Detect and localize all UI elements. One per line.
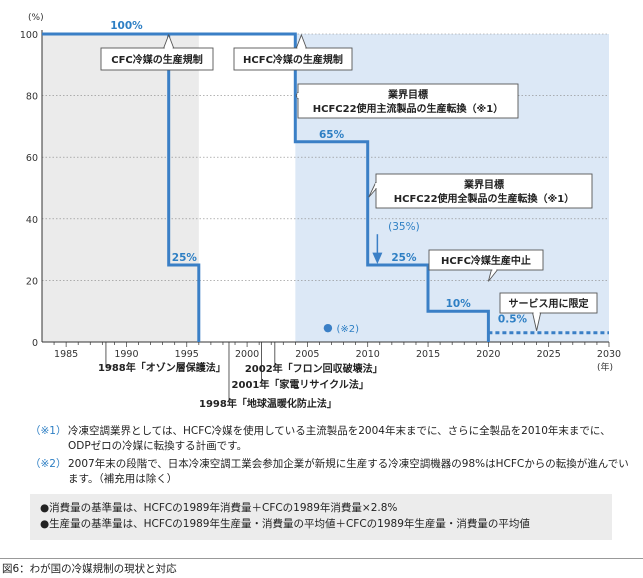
production-baseline: ●生産量の基準量は、HCFCの1989年生産量・消費量の平均値＋CFCの1989… bbox=[40, 518, 530, 530]
y-tick-label: 80 bbox=[26, 92, 38, 103]
x-tick-label: 1995 bbox=[175, 349, 199, 360]
callout-5: HCFC冷媒生産中止 bbox=[428, 249, 544, 282]
event-label: 2001年「家電リサイクル法」 bbox=[232, 378, 369, 391]
event-label: 1988年「オゾン層保護法」 bbox=[98, 361, 226, 374]
y-tick-label: 60 bbox=[26, 153, 38, 164]
x-tick-label: 2010 bbox=[356, 349, 380, 360]
callout-text: サービス用に限定 bbox=[509, 297, 589, 310]
callout-box bbox=[499, 292, 598, 314]
footnote-2-text: 2007年末の段階で、日本冷凍空調工業会参加企業が新規に生産する冷凍空調機器の9… bbox=[68, 458, 629, 485]
callout-box bbox=[233, 47, 353, 71]
footnote-1: （※1） 冷凍空調業界としては、HCFC冷媒を使用している主流製品を2004年末… bbox=[30, 424, 630, 454]
regulation-chart: 0 20 40 60 80 100 (%) 1985 1990 1995 2000 2005 2010 2… bbox=[20, 13, 621, 410]
x-tick-label: 1985 bbox=[54, 349, 78, 360]
y-unit-label: (%) bbox=[28, 13, 44, 23]
shaded-region-1 bbox=[42, 34, 199, 342]
footnote-2-mark: （※2） bbox=[30, 458, 67, 470]
y-tick-label: 0 bbox=[32, 338, 38, 349]
callout-text: HCFC冷媒生産中止 bbox=[441, 254, 531, 267]
value-label: (※2) bbox=[337, 324, 360, 335]
y-tick-label: 100 bbox=[20, 30, 38, 41]
baseline-definition-box: ●消費量の基準量は、HCFCの1989年消費量＋CFCの1989年消費量×2.8… bbox=[30, 494, 612, 540]
value-label: 100% bbox=[110, 20, 143, 32]
callout-2: HCFC冷媒の生産規制 bbox=[233, 33, 353, 71]
figure-caption: 図6：わが国の冷媒規制の現状と対応 bbox=[2, 563, 177, 575]
value-label: (35%) bbox=[388, 221, 420, 233]
x-tick-label: 2030 bbox=[597, 349, 621, 360]
x-tick-label: 2015 bbox=[416, 349, 440, 360]
value-label: 25% bbox=[391, 252, 417, 264]
y-tick-label: 40 bbox=[26, 215, 38, 226]
footnote-2: （※2） 2007年末の段階で、日本冷凍空調工業会参加企業が新規に生産する冷凍空… bbox=[30, 457, 630, 487]
callout-box bbox=[297, 83, 519, 119]
callout-text: 業界目標 bbox=[387, 88, 428, 101]
x-tick-label: 1990 bbox=[114, 349, 138, 360]
callout-box bbox=[428, 249, 544, 271]
x-tick-label: 2005 bbox=[295, 349, 319, 360]
callout-box bbox=[100, 47, 214, 71]
callout-text: CFC冷媒の生産規制 bbox=[111, 53, 203, 66]
callout-6: サービス用に限定 bbox=[499, 292, 598, 331]
x-tick-label: 2020 bbox=[476, 349, 500, 360]
reduction-arrow-head bbox=[372, 252, 383, 264]
callout-box bbox=[375, 173, 593, 209]
value-label: 25% bbox=[172, 252, 198, 264]
footnote-1-text: 冷凍空調業界としては、HCFC冷媒を使用している主流製品を2004年末までに、さ… bbox=[68, 425, 611, 452]
note2-dot bbox=[323, 323, 333, 333]
footnote-1-mark: （※1） bbox=[30, 425, 67, 437]
x-unit-label: (年) bbox=[597, 361, 613, 373]
x-tick-label: 2025 bbox=[537, 349, 561, 360]
callout-text: HCFC22使用全製品の生産転換（※1） bbox=[394, 192, 574, 205]
footnotes: （※1） 冷凍空調業界としては、HCFC冷媒を使用している主流製品を2004年末… bbox=[30, 424, 630, 490]
callout-text: HCFC冷媒の生産規制 bbox=[243, 53, 343, 66]
event-label: 2002年「フロン回収破壊法」 bbox=[245, 362, 383, 375]
consumption-baseline: ●消費量の基準量は、HCFCの1989年消費量＋CFCの1989年消費量×2.8… bbox=[40, 502, 398, 514]
callout-1: CFC冷媒の生産規制 bbox=[100, 33, 214, 71]
x-tick-label: 2000 bbox=[235, 349, 259, 360]
value-label: 10% bbox=[446, 298, 472, 310]
y-tick-label: 20 bbox=[26, 276, 38, 287]
callout-text: 業界目標 bbox=[463, 178, 504, 191]
caption-divider bbox=[0, 558, 643, 559]
event-label: 1998年「地球温暖化防止法」 bbox=[199, 397, 337, 410]
value-label: 65% bbox=[319, 129, 345, 141]
callout-text: HCFC22使用主流製品の生産転換（※1） bbox=[313, 102, 503, 115]
value-label: 0.5% bbox=[498, 314, 528, 326]
